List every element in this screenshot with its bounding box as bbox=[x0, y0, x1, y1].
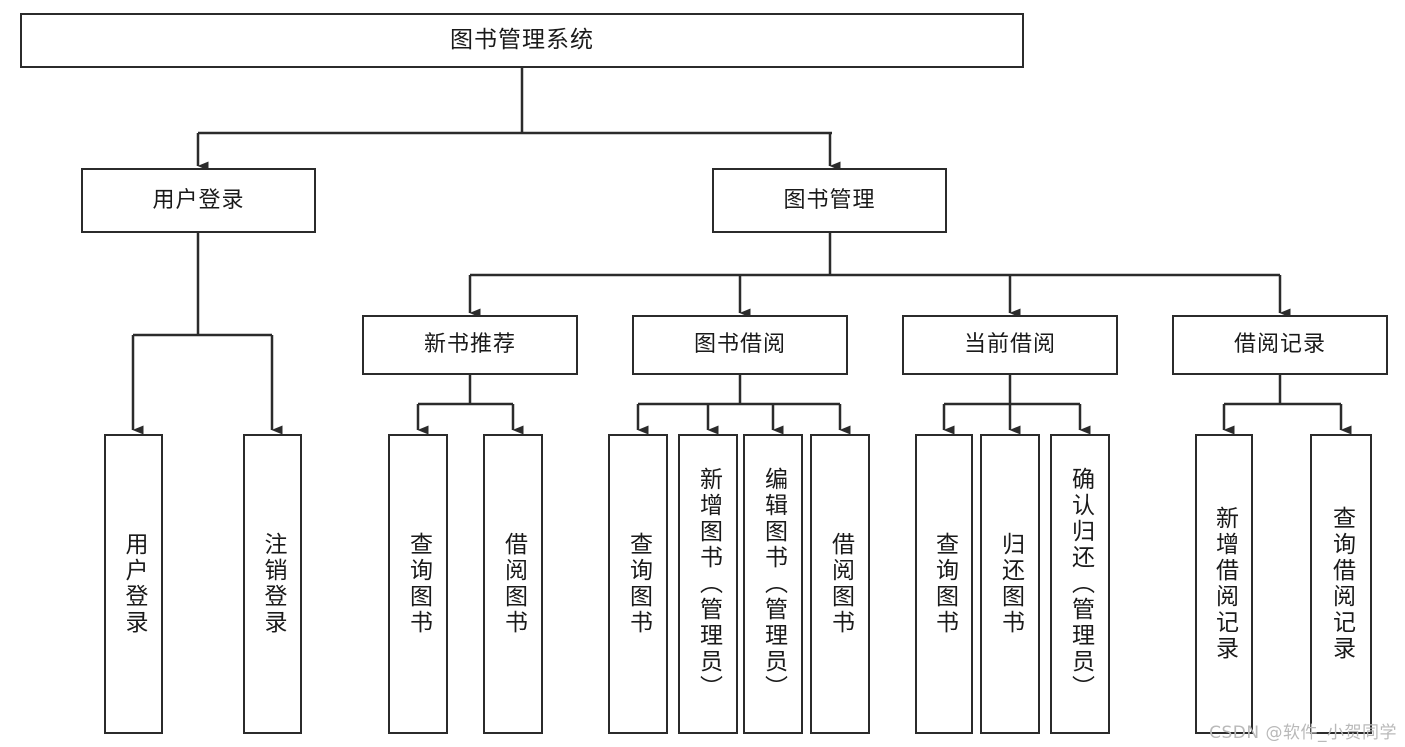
node-label: 查询图书 bbox=[931, 532, 958, 636]
leaf-add-book-admin[interactable]: 新增图书（管理员） bbox=[678, 434, 738, 734]
node-label: 借阅记录 bbox=[1233, 332, 1326, 358]
node-label: 新增图书（管理员） bbox=[695, 467, 722, 701]
node-label: 查询借阅记录 bbox=[1328, 506, 1355, 662]
node-borrow-record[interactable]: 借阅记录 bbox=[1172, 315, 1388, 375]
node-root[interactable]: 图书管理系统 bbox=[20, 13, 1024, 68]
node-user-login[interactable]: 用户登录 bbox=[81, 168, 316, 233]
leaf-add-borrow-record[interactable]: 新增借阅记录 bbox=[1195, 434, 1253, 734]
leaf-confirm-return-admin[interactable]: 确认归还（管理员） bbox=[1050, 434, 1110, 734]
node-label: 用户登录 bbox=[152, 187, 245, 213]
node-book-borrow[interactable]: 图书借阅 bbox=[632, 315, 848, 375]
node-label: 用户登录 bbox=[121, 532, 147, 636]
leaf-query-borrow-record[interactable]: 查询借阅记录 bbox=[1310, 434, 1372, 734]
node-label: 确认归还（管理员） bbox=[1067, 467, 1094, 701]
node-label: 查询图书 bbox=[625, 532, 652, 636]
node-label: 图书管理系统 bbox=[450, 26, 594, 53]
leaf-logout[interactable]: 注销登录 bbox=[243, 434, 302, 734]
node-label: 借阅图书 bbox=[500, 532, 527, 636]
node-label: 新书推荐 bbox=[423, 332, 516, 358]
node-label: 编辑图书（管理员） bbox=[760, 467, 787, 701]
node-label: 归还图书 bbox=[997, 532, 1024, 636]
node-label: 图书管理 bbox=[783, 187, 876, 213]
node-label: 注销登录 bbox=[260, 532, 286, 636]
leaf-user-login[interactable]: 用户登录 bbox=[104, 434, 163, 734]
node-current-borrow[interactable]: 当前借阅 bbox=[902, 315, 1118, 375]
node-new-book-recommend[interactable]: 新书推荐 bbox=[362, 315, 578, 375]
node-label: 借阅图书 bbox=[827, 532, 854, 636]
leaf-borrow-book-recommend[interactable]: 借阅图书 bbox=[483, 434, 543, 734]
leaf-edit-book-admin[interactable]: 编辑图书（管理员） bbox=[743, 434, 803, 734]
leaf-return-book[interactable]: 归还图书 bbox=[980, 434, 1040, 734]
node-book-management[interactable]: 图书管理 bbox=[712, 168, 947, 233]
node-label: 图书借阅 bbox=[693, 332, 786, 358]
node-label: 当前借阅 bbox=[963, 332, 1056, 358]
leaf-query-book-borrow[interactable]: 查询图书 bbox=[608, 434, 668, 734]
leaf-query-book-recommend[interactable]: 查询图书 bbox=[388, 434, 448, 734]
node-label: 查询图书 bbox=[405, 532, 432, 636]
node-label: 新增借阅记录 bbox=[1211, 506, 1238, 662]
leaf-borrow-book[interactable]: 借阅图书 bbox=[810, 434, 870, 734]
leaf-query-book-current[interactable]: 查询图书 bbox=[915, 434, 973, 734]
